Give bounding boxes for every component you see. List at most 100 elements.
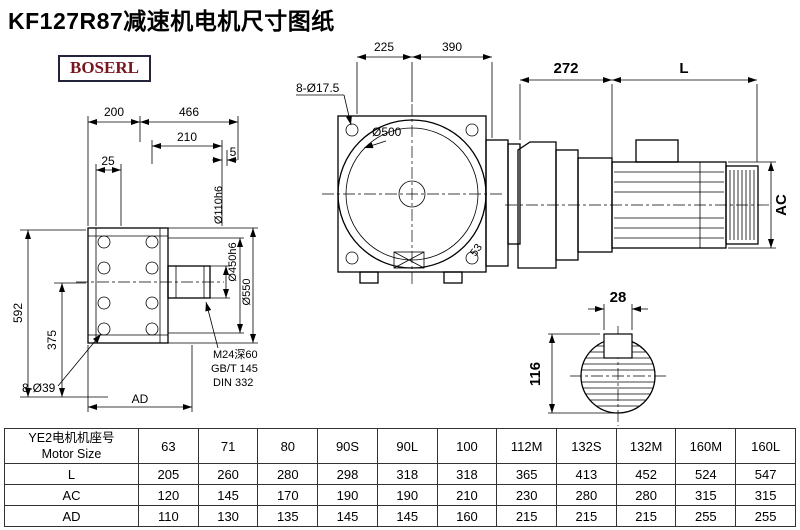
top-view-dimensions: 225 390 8-Ø17.5 Ø500 53	[296, 40, 493, 259]
dim-375: 375	[45, 330, 59, 350]
motor-size-header-cn: YE2电机机座号	[28, 431, 115, 445]
frame-size-col: 80	[257, 428, 319, 464]
dim-value-cell: 145	[317, 505, 378, 527]
dia-500-callout: Ø500	[372, 125, 402, 139]
dim-466: 466	[179, 105, 199, 119]
frame-size-col: 112M	[496, 428, 558, 464]
dia-110-callout: Ø110h6	[213, 186, 225, 224]
side-view-dimensions: 272 L AC	[519, 60, 790, 249]
dim-value-cell: 145	[197, 484, 259, 506]
output-shaft	[167, 265, 211, 299]
bolt-holes-callout: 8-Ø39	[22, 381, 56, 395]
dim-25: 25	[101, 154, 115, 168]
nameplate	[393, 251, 425, 269]
top-view: 225 390 8-Ø17.5 Ø500 53	[296, 40, 521, 284]
dim-value-cell: 255	[735, 505, 796, 527]
brand-logo: BOSERL	[58, 55, 151, 82]
frame-size-col: 160L	[735, 428, 796, 464]
dim-116: 116	[527, 362, 544, 386]
gear-housing	[485, 139, 509, 267]
dim-value-cell: 110	[138, 505, 199, 527]
frame-size-col: 100	[436, 428, 498, 464]
tap-note-line3: DIN 332	[213, 377, 253, 389]
front-view-bolt-holes	[97, 235, 159, 336]
table-row-AD: AD 110 130 135 145 145 160 215 215 215 2…	[4, 505, 796, 527]
dim-210: 210	[177, 130, 197, 144]
dim-value-cell: 170	[257, 484, 319, 506]
dim-592: 592	[11, 303, 25, 323]
dim-value-cell: 318	[376, 463, 438, 485]
dim-5: 5	[230, 145, 237, 159]
dim-value-cell: 524	[675, 463, 737, 485]
frame-size-col: 71	[197, 428, 259, 464]
dim-value-cell: 280	[615, 484, 677, 506]
shaft-section-dimensions: 28 116	[527, 289, 648, 414]
dim-value-cell: 210	[436, 484, 498, 506]
frame-size-col: 132S	[556, 428, 617, 464]
dim-value-cell: 413	[556, 463, 617, 485]
dim-200: 200	[104, 105, 124, 119]
table-header-row: YE2电机机座号 Motor Size 63 71 80 90S 90L 100…	[4, 428, 796, 464]
dim-value-cell: 365	[496, 463, 558, 485]
dim-row-label: AD	[4, 505, 139, 527]
tap-note-line2: GB/T 145	[211, 363, 258, 375]
dim-value-cell: 315	[735, 484, 796, 506]
dim-L: L	[679, 60, 688, 77]
shaft-section-view: 28 116	[527, 289, 668, 426]
dia-450-callout: Ø450h6	[227, 242, 239, 281]
dim-value-cell: 547	[735, 463, 796, 485]
fan-cover	[725, 165, 759, 245]
dia-550-callout: Ø550	[241, 279, 253, 306]
side-view-outline	[517, 139, 759, 269]
dim-value-cell: 190	[317, 484, 378, 506]
dim-value-cell: 280	[556, 484, 617, 506]
dim-value-cell: 255	[675, 505, 737, 527]
front-view: 200 466 210 5 25 592 375 8-	[11, 105, 258, 412]
dim-AC: AC	[773, 194, 790, 216]
motor-size-header: YE2电机机座号 Motor Size	[4, 428, 139, 464]
top-view-bolt-holes	[345, 123, 479, 265]
motor-dimension-table: YE2电机机座号 Motor Size 63 71 80 90S 90L 100…	[4, 428, 796, 527]
terminal-box	[635, 139, 679, 163]
dim-ad: AD	[132, 392, 149, 406]
dim-value-cell: 452	[615, 463, 677, 485]
dim-value-cell: 280	[257, 463, 319, 485]
dim-row-label: AC	[4, 484, 139, 506]
dim-value-cell: 160	[436, 505, 498, 527]
dim-value-cell: 298	[317, 463, 378, 485]
table-row-L: L 205 260 280 298 318 318 365 413 452 52…	[4, 463, 796, 485]
dim-390: 390	[442, 40, 462, 54]
technical-drawing: 200 466 210 5 25 592 375 8-	[11, 40, 790, 426]
dim-value-cell: 120	[138, 484, 199, 506]
table-row-AC: AC 120 145 170 190 190 210 230 280 280 3…	[4, 484, 796, 506]
dim-272: 272	[553, 60, 578, 77]
dim-value-cell: 260	[197, 463, 259, 485]
dim-value-cell: 205	[138, 463, 199, 485]
dim-28: 28	[610, 289, 627, 306]
dim-value-cell: 215	[496, 505, 558, 527]
dim-value-cell: 230	[496, 484, 558, 506]
frame-size-col: 90L	[376, 428, 438, 464]
dim-225: 225	[374, 40, 394, 54]
dim-value-cell: 135	[257, 505, 319, 527]
page-title: KF127R87减速机电机尺寸图纸	[8, 8, 335, 34]
dim-value-cell: 315	[675, 484, 737, 506]
flange-holes-callout: 8-Ø17.5	[296, 81, 340, 95]
dim-value-cell: 215	[615, 505, 677, 527]
frame-size-col: 90S	[317, 428, 378, 464]
frame-size-col: 160M	[675, 428, 737, 464]
tap-note-line1: M24深60	[213, 348, 258, 361]
dim-value-cell: 190	[376, 484, 438, 506]
front-view-dimensions: 200 466 210 5 25 592 375 8-	[11, 105, 258, 412]
dim-row-label: L	[4, 463, 139, 485]
front-view-outline	[87, 227, 211, 344]
dim-value-cell: 318	[436, 463, 498, 485]
dim-value-cell: 145	[376, 505, 438, 527]
side-view: 272 L AC	[505, 60, 790, 269]
motor-size-header-en: Motor Size	[41, 447, 102, 461]
dim-value-cell: 130	[197, 505, 259, 527]
frame-size-col: 132M	[615, 428, 677, 464]
dim-53: 53	[468, 242, 485, 259]
top-view-outline	[337, 115, 521, 284]
